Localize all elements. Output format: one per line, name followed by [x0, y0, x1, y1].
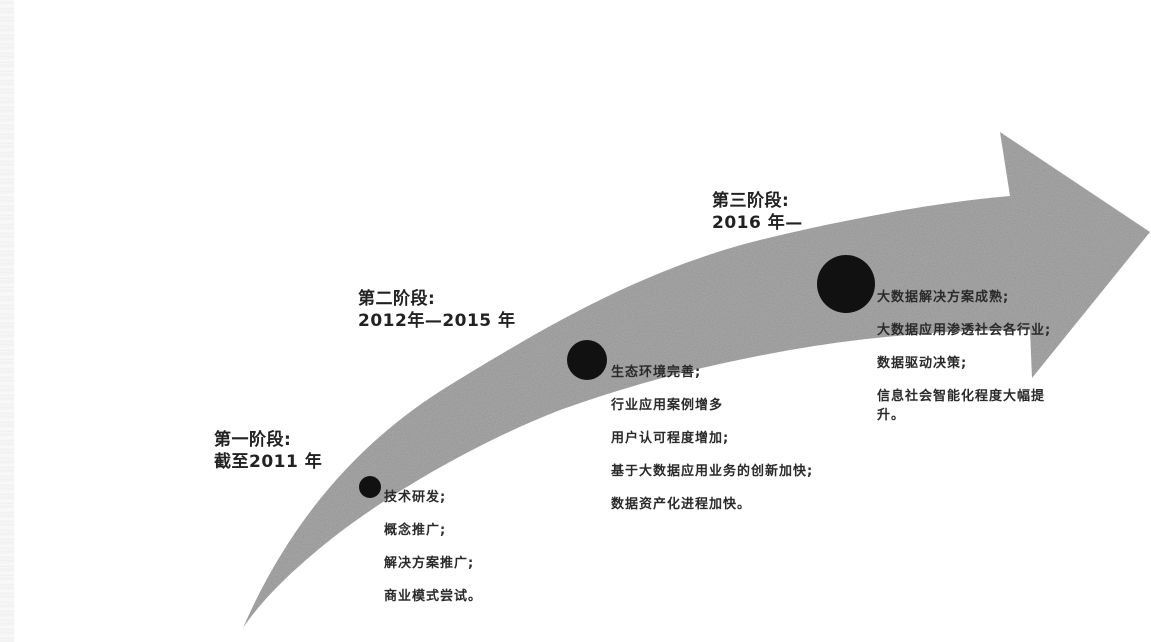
stage-2-item: 用户认可程度增加;	[611, 431, 730, 446]
stage-1-items: 技术研发; 概念推广; 解决方案推广; 商业模式尝试。	[384, 488, 534, 620]
stage-1-item: 技术研发;	[384, 490, 447, 505]
stage-2-heading: 第二阶段: 2012年—2015 年	[358, 288, 516, 332]
stage-2-item: 数据资产化进程加快。	[611, 497, 752, 512]
stage-2-title: 第二阶段:	[358, 289, 436, 309]
stage-3-item: 数据驱动决策;	[877, 356, 968, 371]
scan-bleed-through-margin	[0, 0, 14, 642]
stage-3-dot	[817, 255, 875, 313]
stage-3-item: 信息社会智能化程度大幅提升。	[877, 389, 1046, 423]
stage-1-item: 概念推广;	[384, 523, 447, 538]
stage-2-item: 行业应用案例增多	[611, 398, 724, 413]
stage-3-title: 第三阶段:	[712, 191, 790, 211]
arrow-body	[243, 132, 1150, 628]
stage-3-heading: 第三阶段: 2016 年—	[712, 190, 803, 234]
stage-3-items: 大数据解决方案成熟; 大数据应用渗透社会各行业; 数据驱动决策; 信息社会智能化…	[877, 288, 1067, 439]
stage-3-item: 大数据解决方案成熟;	[877, 290, 1010, 305]
stage-1-item: 商业模式尝试。	[384, 589, 483, 604]
stage-2-dot	[567, 340, 607, 380]
stage-2-items: 生态环境完善; 行业应用案例增多 用户认可程度增加; 基于大数据应用业务的创新加…	[611, 363, 837, 528]
stage-2-item: 基于大数据应用业务的创新加快;	[611, 464, 814, 479]
stage-3-item: 大数据应用渗透社会各行业;	[877, 323, 1052, 338]
stage-1-dot	[359, 476, 381, 498]
stage-1-period: 截至2011 年	[214, 452, 323, 472]
stage-1-item: 解决方案推广;	[384, 556, 475, 571]
stage-2-period: 2012年—2015 年	[358, 311, 516, 331]
stage-1-heading: 第一阶段: 截至2011 年	[214, 429, 322, 473]
stage-2-item: 生态环境完善;	[611, 365, 702, 380]
stage-1-title: 第一阶段:	[214, 430, 292, 450]
stage-3-period: 2016 年—	[712, 213, 803, 233]
